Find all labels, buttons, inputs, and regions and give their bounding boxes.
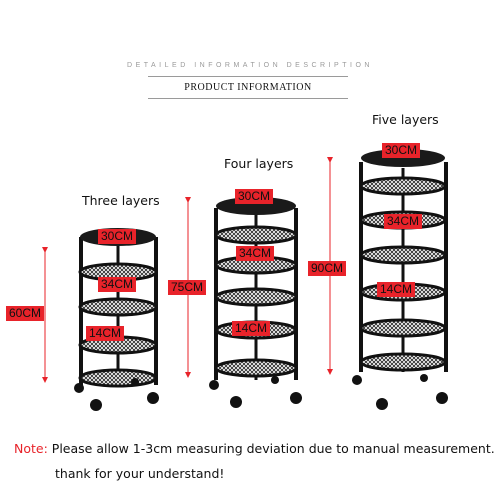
note-line2: thank for your understand! [55, 466, 225, 481]
rack-five-top-label: 30CM [382, 143, 421, 158]
rack-three-top-label: 30CM [98, 229, 137, 244]
section-title: PRODUCT INFORMATION [184, 82, 312, 93]
note-line1: Please allow 1-3cm measuring deviation d… [47, 441, 495, 456]
rack-four-top-label: 30CM [235, 189, 274, 204]
rack-title-five-layers: Five layers [372, 112, 439, 127]
rack-four-height-label: 75CM [168, 280, 207, 295]
rack-five-bottom-label: 14CM [377, 282, 416, 297]
rack-three-mid-label: 34CM [98, 277, 137, 292]
header-divider-bottom [148, 98, 348, 99]
rack-three-bottom-label: 14CM [86, 326, 125, 341]
rack-five-height-label: 90CM [308, 261, 347, 276]
rack-title-three-layers: Three layers [82, 193, 160, 208]
rack-four-mid-label: 34CM [236, 246, 275, 261]
section-subtitle: DETAILED INFORMATION DESCRIPTION [127, 62, 373, 69]
rack-three-height-label: 60CM [6, 306, 45, 321]
header-divider-top [148, 76, 348, 77]
rack-three-layers [42, 228, 159, 411]
rack-four-layers [185, 197, 302, 408]
rack-title-four-layers: Four layers [224, 156, 294, 171]
rack-five-layers [327, 149, 448, 410]
note-prefix: Note: [14, 441, 48, 456]
measurement-note: Note: Please allow 1-3cm measuring devia… [14, 441, 495, 456]
rack-five-mid-label: 34CM [384, 214, 423, 229]
rack-four-bottom-label: 14CM [232, 321, 271, 336]
